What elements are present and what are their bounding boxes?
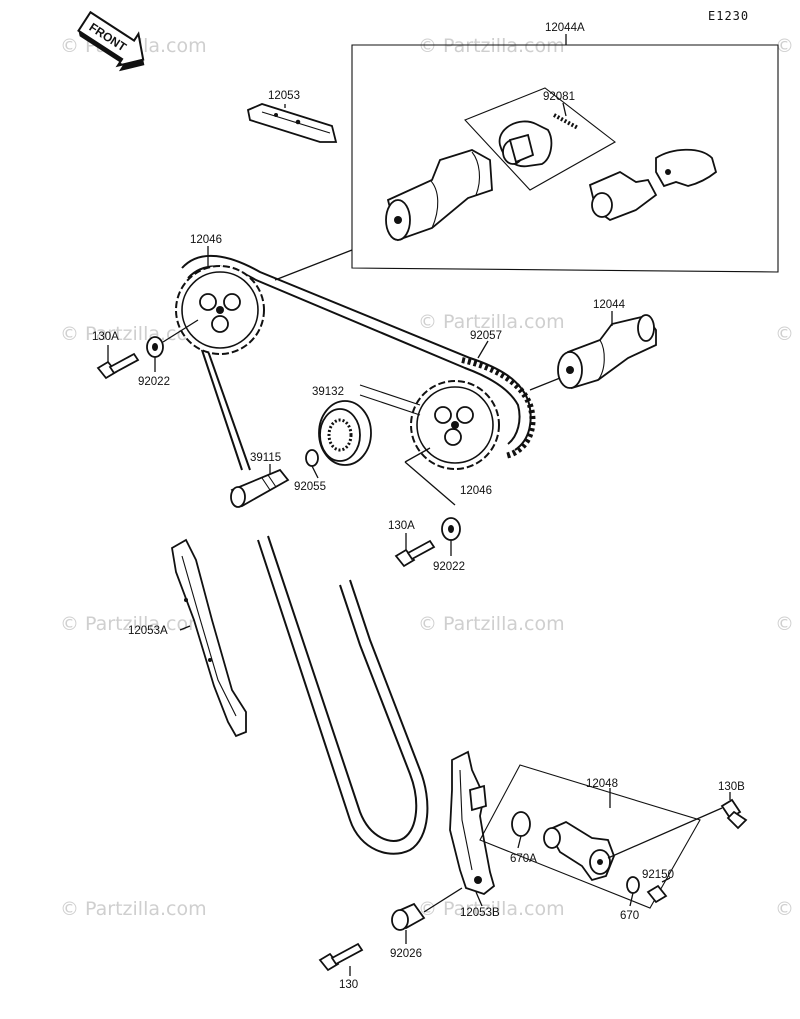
part-label-670a: 670A (510, 853, 537, 865)
camshaft-12044: 12044 (529, 299, 657, 391)
chain-guide-12053b: 12053B (449, 750, 500, 919)
part-label-92026: 92026 (390, 948, 422, 960)
o-ring-92055: 92055 (294, 449, 326, 493)
leader-line (274, 249, 353, 281)
washer-92022-top: 92022 (138, 319, 199, 388)
washer-92022-bottom: 92022 (433, 517, 465, 573)
watermark: © Partzilla.com (775, 35, 800, 57)
watermark-layer: © Partzilla.com © Partzilla.com © Partzi… (60, 35, 800, 920)
watermark: © Partzilla.com (775, 898, 800, 920)
watermark: © Partzilla.com (418, 613, 565, 635)
shaft-39115: 39115 (230, 452, 290, 508)
part-label-130a-top: 130A (92, 331, 119, 343)
watermark: © Partzilla.com (418, 311, 565, 333)
part-label-12046-top: 12046 (190, 234, 222, 246)
camshaft-kit-box: 12044A (351, 22, 779, 273)
watermark: © Partzilla.com (418, 35, 565, 57)
part-label-92055: 92055 (294, 481, 326, 493)
watermark: © Partzilla.com (60, 323, 207, 345)
part-label-130: 130 (339, 979, 358, 991)
part-label-92022-bottom: 92022 (433, 561, 465, 573)
watermark: © Partzilla.com (60, 613, 207, 635)
part-label-12053a: 12053A (128, 625, 168, 637)
part-label-92081: 92081 (543, 91, 575, 103)
part-label-39132: 39132 (312, 386, 344, 398)
bolt-130a-bottom: 130A (388, 520, 436, 568)
bolt-130a-top: 130A (92, 331, 140, 380)
part-label-12053: 12053 (268, 90, 300, 102)
part-label-92057: 92057 (470, 330, 502, 342)
bolt-130: 130 (318, 942, 364, 991)
part-label-130a-bottom: 130A (388, 520, 415, 532)
tensioner-box: 12048 670A 670 92150 (479, 764, 701, 922)
watermark: © Partzilla.com (418, 898, 565, 920)
cam-sprocket-left (175, 265, 265, 355)
automatic-compression-release-parts (588, 148, 718, 222)
part-label-130b: 130B (718, 781, 745, 793)
bolt-130b: 130B (607, 781, 748, 859)
part-label-670: 670 (620, 910, 639, 922)
part-label-92150: 92150 (642, 869, 674, 881)
chain-guide-12053a: 12053A (128, 538, 247, 738)
part-label-12044a: 12044A (545, 22, 585, 34)
watermark: © Partzilla.com (775, 613, 800, 635)
decompressor-subbox: 92081 (464, 87, 616, 191)
part-label-39115: 39115 (250, 452, 281, 464)
watermark: © Partzilla.com (775, 323, 800, 345)
cam-sprocket-right (410, 380, 500, 470)
chain-guide-top: 12053 (246, 90, 338, 143)
part-label-12044: 12044 (593, 299, 626, 311)
part-label-92022-top: 92022 (138, 376, 170, 388)
camshaft-12044a (385, 149, 493, 242)
part-label-12048: 12048 (586, 778, 618, 790)
chain-links-right (461, 357, 536, 459)
collar-92026: 92026 (390, 887, 463, 960)
timing-chain-lower (257, 535, 429, 855)
part-label-12053b: 12053B (460, 907, 500, 919)
idler-sprocket-39132: 39132 (312, 384, 421, 466)
watermark: © Partzilla.com (60, 898, 207, 920)
part-label-12046-bottom: 12046 (460, 485, 492, 497)
diagram-code: E1230 (708, 9, 749, 23)
